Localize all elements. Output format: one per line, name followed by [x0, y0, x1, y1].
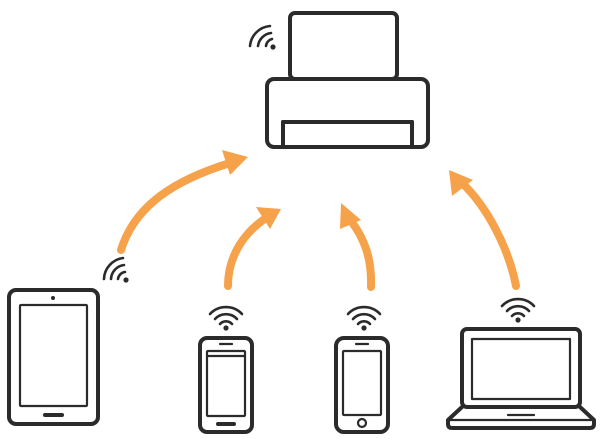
printer-icon — [265, 11, 430, 149]
android-phone-screen — [205, 349, 247, 418]
android-phone-icon — [198, 336, 254, 434]
laptop-wifi-signal-icon — [500, 297, 536, 323]
android-wifi-signal-icon — [208, 305, 244, 331]
tablet-camera — [51, 296, 55, 300]
laptop-lid — [460, 327, 582, 409]
iphone-screen — [341, 349, 383, 417]
iphone-wifi-signal-icon — [346, 305, 382, 331]
iphone-icon — [334, 336, 390, 434]
tablet-wifi-signal-icon — [102, 256, 129, 283]
iphone-home-button — [356, 417, 368, 429]
arrow-android-to-printer — [224, 207, 281, 290]
laptop-base — [446, 405, 596, 430]
printer-body — [265, 77, 430, 149]
tablet-screen — [18, 303, 89, 408]
iphone-frame — [334, 336, 390, 434]
arrow-laptop-to-printer — [449, 170, 520, 290]
android-phone-frame — [198, 336, 254, 434]
laptop-icon — [446, 327, 596, 430]
tablet-frame — [7, 288, 100, 426]
arrow-tablet-to-printer — [117, 150, 248, 254]
tablet-icon — [7, 288, 100, 426]
arrow-iphone-to-printer — [340, 203, 376, 291]
printer-wifi-signal-icon — [248, 24, 276, 50]
laptop-screen — [470, 337, 572, 401]
printer-paper-tray — [288, 11, 399, 81]
